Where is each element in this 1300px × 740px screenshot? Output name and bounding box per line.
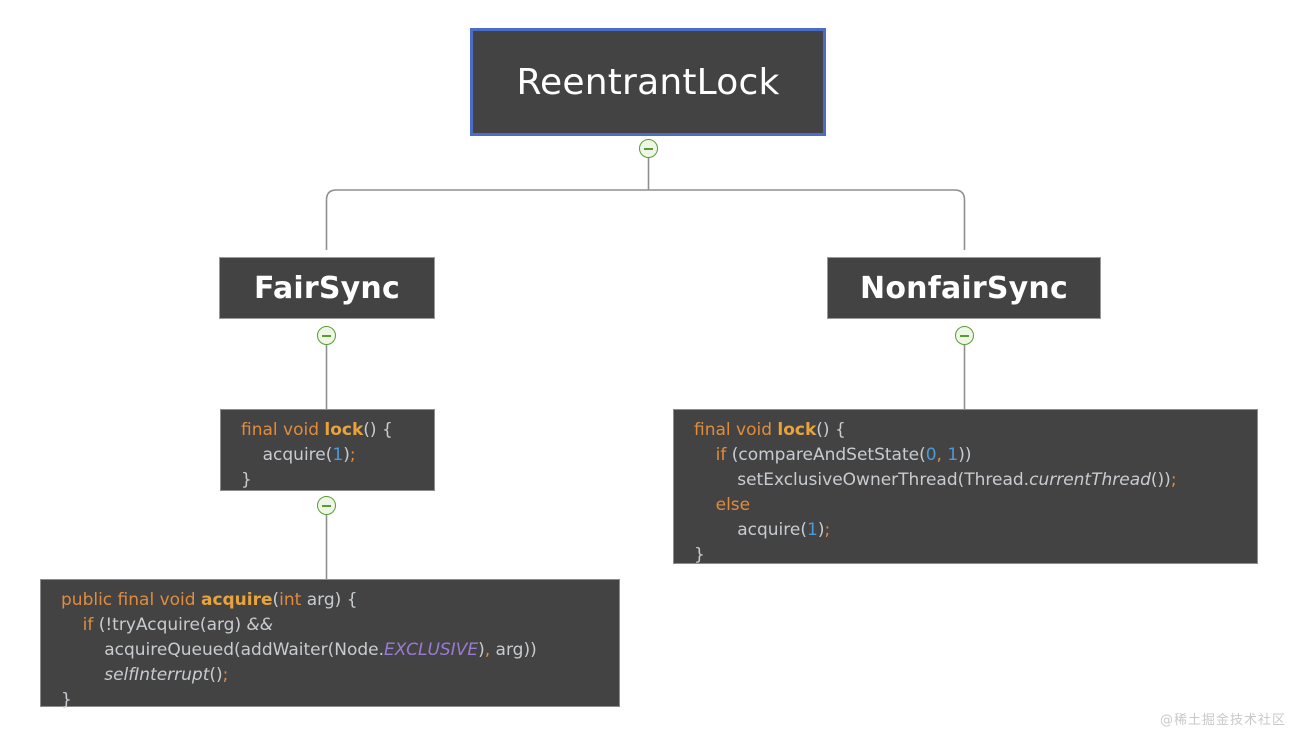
- call-compareandsetstate: (compareAndSetState: [726, 445, 920, 465]
- keyword-else: else: [694, 495, 751, 515]
- code-punct: (: [272, 590, 280, 610]
- code-punct: (: [919, 445, 926, 465]
- watermark-text: @稀土掘金技术社区: [1159, 713, 1286, 728]
- operator-and: &&: [246, 615, 274, 635]
- literal-zero: 0: [925, 445, 937, 465]
- collapse-toggle-fairsync-lock[interactable]: [317, 496, 336, 515]
- code-punct: ): [478, 640, 485, 660]
- code-punct: (: [800, 520, 807, 540]
- code-semicolon: ;: [222, 665, 229, 685]
- code-punct: }: [694, 545, 705, 565]
- class-node-label: FairSync: [254, 270, 400, 306]
- call-currentthread: currentThread: [1029, 470, 1151, 490]
- keyword-int: int: [279, 590, 302, 610]
- param-arg: arg: [301, 590, 335, 610]
- code-punct: (): [209, 665, 223, 685]
- keyword-final-void: final void: [241, 420, 325, 440]
- class-node-nonfairsync[interactable]: NonfairSync: [827, 257, 1101, 319]
- minus-icon: [322, 334, 331, 337]
- collapse-toggle-reentrantlock[interactable]: [639, 139, 658, 158]
- minus-icon: [960, 334, 969, 337]
- class-node-label: ReentrantLock: [516, 61, 780, 103]
- code-punct: ) {: [334, 590, 358, 610]
- class-node-reentrantlock[interactable]: ReentrantLock: [470, 28, 826, 136]
- keyword-public-final-void: public final void: [61, 590, 201, 610]
- code-semicolon: ;: [1170, 470, 1177, 490]
- code-punct: ()): [1150, 470, 1171, 490]
- literal-one: 1: [332, 445, 344, 465]
- code-comma: ,: [484, 640, 491, 660]
- keyword-final-void: final void: [694, 420, 778, 440]
- arg-arg: arg: [490, 640, 524, 660]
- call-tryacquire: (!tryAcquire(arg): [93, 615, 247, 635]
- method-name-lock: lock: [324, 420, 364, 440]
- call-acquirequeued: acquireQueued(addWaiter(Node.: [61, 640, 385, 660]
- code-punct: ): [343, 445, 350, 465]
- code-block-fairsync-lock: final void lock() { acquire(1); }: [220, 409, 435, 491]
- literal-one: 1: [941, 445, 959, 465]
- code-punct: () {: [363, 420, 393, 440]
- call-acquire: acquire: [694, 520, 801, 540]
- code-comma: ,: [936, 445, 942, 465]
- code-punct: }: [241, 470, 252, 490]
- literal-one: 1: [807, 520, 818, 540]
- call-selfinterrupt: selfInterrupt: [61, 665, 210, 685]
- code-punct: () {: [816, 420, 846, 440]
- code-block-nonfairsync-lock: final void lock() { if (compareAndSetSta…: [673, 409, 1258, 565]
- minus-icon: [322, 504, 331, 507]
- keyword-if: if: [61, 615, 94, 635]
- method-name-acquire: acquire: [200, 590, 273, 610]
- code-semicolon: ;: [824, 520, 831, 540]
- code-semicolon: ;: [349, 445, 356, 465]
- keyword-if: if: [694, 445, 727, 465]
- code-punct: ): [817, 520, 825, 540]
- code-punct: )): [958, 445, 972, 465]
- collapse-toggle-fairsync[interactable]: [317, 326, 336, 345]
- class-node-label: NonfairSync: [860, 270, 1068, 306]
- minus-icon: [644, 147, 653, 150]
- code-punct: (: [325, 445, 333, 465]
- class-node-fairsync[interactable]: FairSync: [219, 257, 435, 319]
- constant-exclusive: EXCLUSIVE: [384, 640, 479, 660]
- call-setexclusiveownerthread: setExclusiveOwnerThread(Thread.: [694, 470, 1030, 490]
- code-punct: }: [61, 690, 72, 710]
- call-acquire: acquire: [241, 445, 326, 465]
- code-punct: )): [523, 640, 537, 660]
- method-name-lock: lock: [777, 420, 817, 440]
- code-block-aqs-acquire: public final void acquire(int arg) { if …: [40, 579, 620, 710]
- collapse-toggle-nonfairsync[interactable]: [955, 326, 974, 345]
- connector-root-to-children: [325, 189, 966, 250]
